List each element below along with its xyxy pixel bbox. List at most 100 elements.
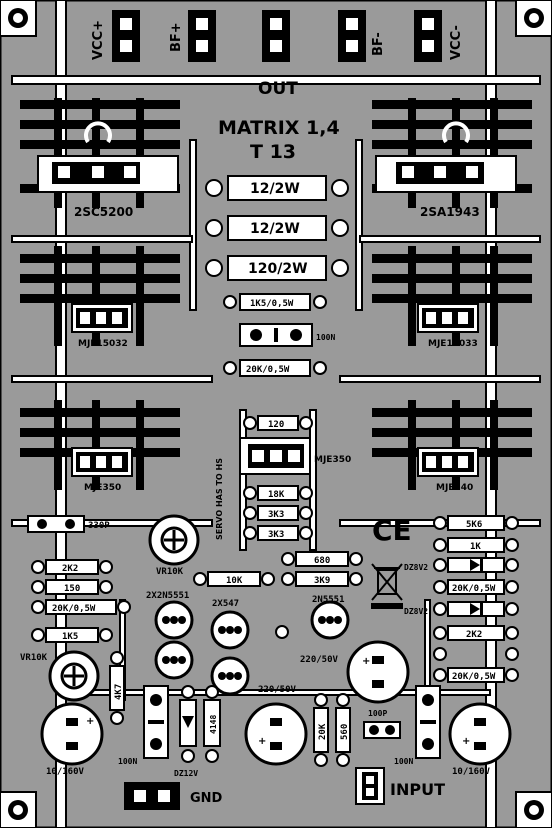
pad-row-right <box>433 647 519 661</box>
capacitor-10-160v-left: + 10/160V <box>40 702 104 777</box>
label-4148: 4148 <box>209 715 218 734</box>
resistor-5k6: 5K6 <box>433 515 519 531</box>
label-r-3k3-a: 3K3 <box>268 510 284 520</box>
label-r-1k5-left: 1K5 <box>62 632 78 642</box>
connector-vcc-minus: VCC- <box>414 10 464 62</box>
heatsink-left-driver <box>20 246 180 346</box>
label-r-3k9: 3K9 <box>314 576 330 586</box>
trimmer-vr10k-left: VR10K <box>20 650 100 702</box>
input-label: INPUT <box>390 780 445 799</box>
resistor-3k3-a: 3K3 <box>243 505 313 521</box>
label-r-3k3-b: 3K3 <box>268 530 284 540</box>
label-r-4k7: 4K7 <box>114 684 124 700</box>
label-r-120-2w: 120/2W <box>248 261 308 277</box>
heatsink-right-driver <box>372 246 532 346</box>
diode-dz12v: DZ12V <box>174 685 198 778</box>
resistor-18k: 18K <box>243 485 313 501</box>
test-pad <box>275 625 289 639</box>
resistor-20k-vertical: 20K <box>313 693 329 767</box>
resistor-3k9: 3K9 <box>281 571 363 587</box>
transistor-servo: MJE350 <box>239 437 351 475</box>
label-mje350-servo: MJE350 <box>314 455 351 465</box>
label-r-10k: 10K <box>226 576 243 586</box>
connector-bf-plus: BF+ <box>169 10 216 62</box>
heatsink-left-predriver <box>20 400 180 490</box>
vcc-plus-label: VCC+ <box>91 20 106 60</box>
heatsink-right-power <box>372 98 532 208</box>
resistor-680: 680 <box>281 551 363 567</box>
label-c-10-160-left: 10/160V <box>46 767 85 777</box>
label-c-100p: 100P <box>368 709 387 718</box>
resistor-2k2-right: 2K2 <box>433 625 519 641</box>
diode-4148: 4148 <box>203 685 221 763</box>
resistor-3k3-b: 3K3 <box>243 525 313 541</box>
label-c-330p: 330P <box>88 521 110 531</box>
resistor-12-2w-a: 12/2W <box>205 175 349 201</box>
capacitor-100p: 100P <box>363 709 401 739</box>
capacitor-220-50v-b: + 220/50V <box>300 640 410 704</box>
label-mje15033: MJE15033 <box>428 339 478 349</box>
label-r-12-a: 12/2W <box>250 181 300 197</box>
label-c-100n-left: 100N <box>118 757 137 766</box>
label-mje340: MJE340 <box>436 483 473 493</box>
mounting-hole-br <box>515 791 552 828</box>
resistor-1k5-05w: 1K5/0,5W <box>223 293 327 311</box>
resistor-1k5-left: 1K5 <box>31 627 113 643</box>
resistor-10k: 10K <box>193 571 275 587</box>
out-label: OUT <box>258 79 298 99</box>
label-r-680: 680 <box>314 556 330 566</box>
label-2sc5200: 2SC5200 <box>74 205 133 219</box>
label-r-5k6: 5K6 <box>466 520 482 530</box>
resistor-20k-05w-top: 20K/0,5W <box>223 359 327 377</box>
label-r-1k5-05w: 1K5/0,5W <box>250 299 294 309</box>
label-r-1k: 1K <box>470 542 481 552</box>
label-c-220-b: 220/50V <box>300 655 339 665</box>
resistor-1k: 1K <box>433 537 519 553</box>
label-r-20k-left: 20K/0,5W <box>52 604 96 614</box>
servo-note: SERVO HAS TO HS <box>215 458 224 540</box>
label-2n5551: 2N5551 <box>312 595 345 605</box>
capacitor-220-50v-a: + 220/50V <box>244 685 308 766</box>
bf-minus-label: BF- <box>371 32 386 56</box>
gnd-label: GND <box>190 791 223 806</box>
title-line2: T 13 <box>250 141 296 163</box>
label-dz12v: DZ12V <box>174 769 198 778</box>
diode-dz8v2-a: DZ8V2 <box>404 557 519 573</box>
label-r-18k: 18K <box>268 490 285 500</box>
vcc-minus-label: VCC- <box>449 25 464 60</box>
bf-plus-label: BF+ <box>169 22 184 52</box>
label-2sa1943: 2SA1943 <box>420 205 480 219</box>
label-mje350-left: MJE350 <box>84 483 121 493</box>
label-r-560: 560 <box>340 724 350 740</box>
connector-input: INPUT <box>355 767 445 805</box>
transistor-2x2n5551: 2X2N5551 <box>146 591 194 680</box>
label-2x2n5551: 2X2N5551 <box>146 591 189 601</box>
label-vr-top: VR10K <box>156 567 184 577</box>
label-c-100n-top: 100N <box>316 333 335 342</box>
label-r-20k-top: 20K/0,5W <box>246 365 290 375</box>
mounting-hole-bl <box>0 791 37 828</box>
resistor-20k-05w-r2: 20K/0,5W <box>433 667 519 683</box>
resistor-120-2w: 120/2W <box>205 255 349 281</box>
label-dz8v2-a: DZ8V2 <box>404 563 428 572</box>
transistor-2x547: 2X547 <box>210 599 250 696</box>
resistor-2k2-left: 2K2 <box>31 559 113 575</box>
capacitor-100n-top: 100N <box>239 323 335 347</box>
label-dz8v2-b: DZ8V2 <box>404 607 428 616</box>
label-r-20k-v: 20K <box>318 723 328 740</box>
resistor-12-2w-b: 12/2W <box>205 215 349 241</box>
resistor-20k-05w-r1: 20K/0,5W <box>433 579 519 595</box>
label-r-2k2-left: 2K2 <box>62 564 78 574</box>
capacitor-100n-left: 100N <box>118 685 169 766</box>
capacitor-330p: 330P <box>27 515 110 533</box>
label-2x547: 2X547 <box>212 599 239 609</box>
label-vr-left: VR10K <box>20 653 48 663</box>
weee-bin-icon <box>371 563 403 609</box>
capacitor-100n-right: 100N <box>394 685 441 766</box>
connector-vcc-plus: VCC+ <box>91 10 140 62</box>
label-c-220-a: 220/50V <box>258 685 297 695</box>
heatsink-right-predriver <box>372 400 532 490</box>
heatsink-left-power <box>20 98 180 208</box>
